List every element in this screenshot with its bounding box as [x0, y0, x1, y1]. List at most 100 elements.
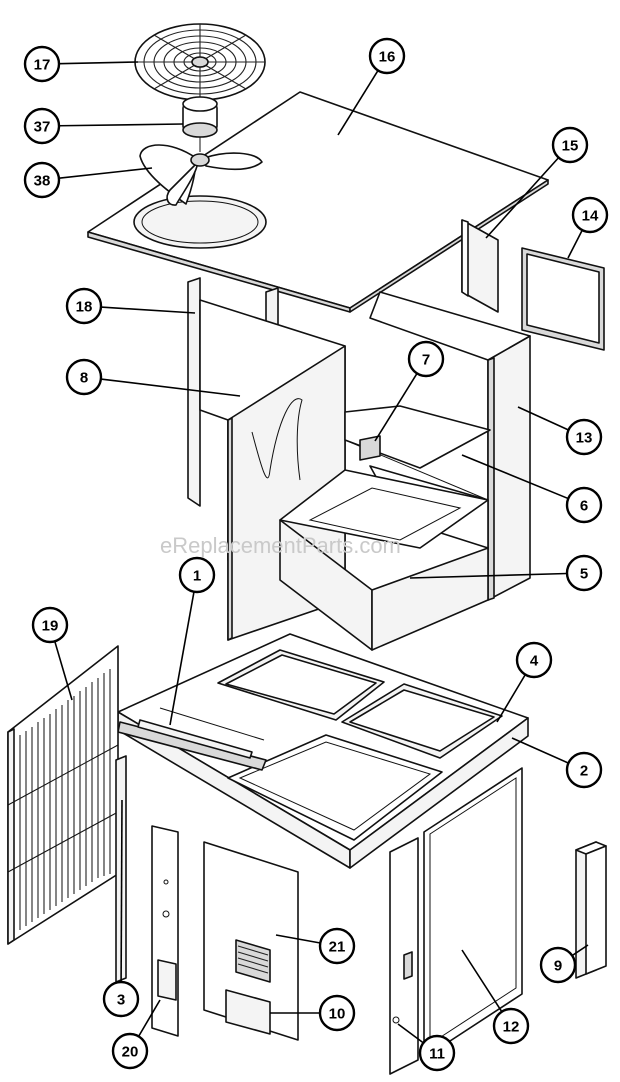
callout-37-label: 37: [34, 119, 51, 136]
leader-15: [485, 157, 560, 239]
part-fan-motor: [182, 96, 218, 152]
callout-11: 11: [418, 1034, 456, 1072]
leader-16: [337, 70, 379, 136]
callout-18-circle: [65, 287, 103, 325]
callout-15-label: 15: [562, 138, 579, 155]
callout-11-label: 11: [429, 1046, 445, 1063]
callout-8-label: 8: [80, 370, 88, 387]
callout-6-circle: [565, 486, 603, 524]
callout-14-label: 14: [582, 208, 599, 225]
callout-6: 6: [565, 486, 603, 524]
leader-11: [397, 1023, 424, 1044]
leader-9: [571, 944, 589, 957]
callout-20: 20: [111, 1032, 149, 1070]
callout-2: 2: [565, 751, 603, 789]
callout-3: 3: [102, 980, 140, 1018]
part-fan-blade: [139, 144, 263, 206]
callout-2-label: 2: [580, 763, 588, 780]
callout-4-circle: [515, 641, 553, 679]
callout-19-label: 19: [42, 618, 59, 635]
leader-lines: [54, 61, 589, 1044]
leader-17: [58, 61, 139, 65]
callout-37: 37: [23, 107, 61, 145]
part-fan-guard: [134, 23, 266, 101]
part-top-cover: [87, 91, 549, 313]
callout-4-label: 4: [530, 653, 539, 670]
callout-1: 1: [178, 556, 216, 594]
leader-7: [374, 373, 418, 442]
callout-5-circle: [565, 554, 603, 592]
callout-3-label: 3: [117, 992, 125, 1009]
callout-7-circle: [407, 340, 445, 378]
callout-4: 4: [515, 641, 553, 679]
leader-21: [275, 934, 321, 944]
callout-37-circle: [23, 107, 61, 145]
callout-16-label: 16: [379, 49, 396, 66]
callout-38-circle: [23, 161, 61, 199]
callout-5: 5: [565, 554, 603, 592]
callout-6-label: 6: [580, 498, 588, 515]
callout-17-label: 17: [34, 57, 51, 74]
leader-6: [461, 454, 569, 500]
callout-13-circle: [565, 418, 603, 456]
callout-8: 8: [65, 358, 103, 396]
callout-21-label: 21: [329, 939, 346, 956]
leader-14: [567, 229, 583, 259]
callout-14: 14: [571, 196, 609, 234]
part-cover-plate: [225, 989, 271, 1035]
leader-5: [409, 572, 568, 579]
callout-15: 15: [551, 126, 589, 164]
callout-9-label: 9: [554, 958, 562, 975]
callout-12-circle: [492, 1007, 530, 1045]
part-slotted-shelf: [359, 435, 381, 461]
callout-18-label: 18: [76, 299, 93, 316]
leader-13: [517, 406, 569, 431]
callout-10-label: 10: [329, 1006, 346, 1023]
callout-7-label: 7: [422, 352, 430, 369]
callout-7: 7: [407, 340, 445, 378]
callout-2-circle: [565, 751, 603, 789]
callout-18: 18: [65, 287, 103, 325]
callout-9-circle: [539, 946, 577, 984]
part-control-panel: [151, 825, 179, 1037]
callout-9: 9: [539, 946, 577, 984]
callout-14-circle: [571, 196, 609, 234]
leader-4: [496, 674, 526, 723]
part-coil-grille: [7, 645, 119, 945]
callout-38-label: 38: [34, 173, 51, 190]
callout-20-label: 20: [122, 1044, 139, 1061]
leader-37: [58, 123, 184, 127]
callout-19-circle: [31, 606, 69, 644]
callout-19: 19: [31, 606, 69, 644]
callout-1-circle: [178, 556, 216, 594]
callout-10-circle: [318, 994, 356, 1032]
leader-8: [100, 378, 241, 397]
part-base-pan: [117, 633, 529, 869]
leader-20: [137, 999, 161, 1037]
callout-12: 12: [492, 1007, 530, 1045]
part-door-panel: [423, 767, 523, 1059]
leader-19: [54, 641, 73, 701]
callout-21-circle: [318, 927, 356, 965]
leader-12: [461, 949, 503, 1013]
callout-11-circle: [418, 1034, 456, 1072]
part-filter-panel: [521, 247, 605, 351]
callout-17: 17: [23, 45, 61, 83]
leader-2: [511, 737, 569, 764]
callout-16: 16: [368, 37, 406, 75]
leader-18: [100, 306, 196, 314]
part-right-front-frame: [389, 837, 419, 1075]
callout-17-circle: [23, 45, 61, 83]
watermark: eReplacementParts.com: [160, 533, 401, 558]
callout-13: 13: [565, 418, 603, 456]
part-right-side-panel: [369, 291, 531, 601]
callout-12-label: 12: [503, 1019, 520, 1036]
part-base-tray: [279, 469, 489, 651]
callout-21: 21: [318, 927, 356, 965]
callout-13-label: 13: [576, 430, 593, 447]
leader-1: [169, 591, 195, 726]
callout-8-circle: [65, 358, 103, 396]
callout-20-circle: [111, 1032, 149, 1070]
